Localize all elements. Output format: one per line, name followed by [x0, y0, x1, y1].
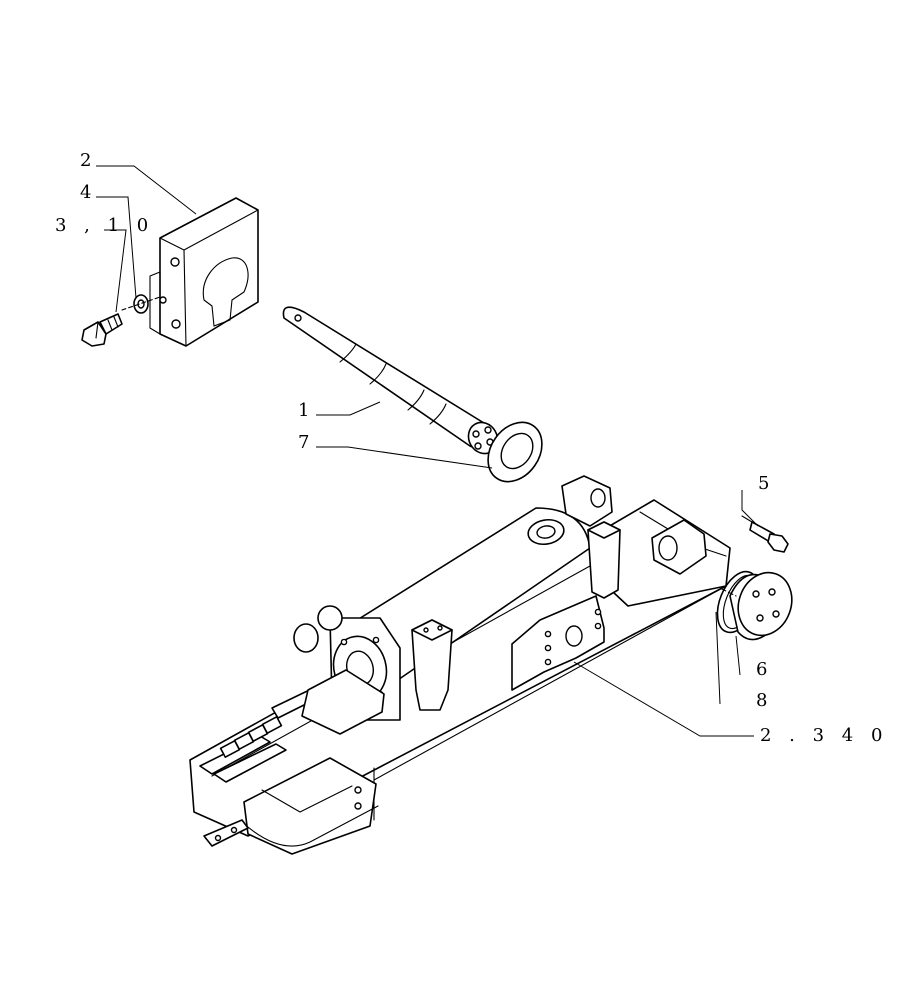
callout-5: 5 [758, 473, 775, 494]
pin-shaft-part-1[interactable] [282, 306, 503, 459]
support-block-part-2[interactable] [149, 197, 259, 347]
callout-4: 4 [80, 182, 97, 203]
bolt-part-3-10[interactable] [81, 296, 161, 347]
callout-3-10: 3 , 1 0 [55, 215, 154, 236]
callout-2: 2 [80, 150, 97, 171]
callout-labels: 2 4 3 , 1 0 1 7 5 6 8 2 . 3 4 0 [55, 150, 888, 746]
callout-8: 8 [756, 690, 773, 711]
callout-7: 7 [298, 432, 315, 453]
bolt-part-5[interactable] [741, 515, 789, 553]
thrust-washer-part-7[interactable] [477, 412, 553, 492]
callout-2-340: 2 . 3 4 0 [760, 725, 888, 746]
axle-carrier-assembly-2-340[interactable] [189, 475, 731, 855]
callout-6: 6 [756, 659, 773, 680]
callout-1: 1 [298, 400, 315, 421]
end-cap-part-6[interactable] [663, 559, 800, 643]
leader-lines [96, 165, 759, 737]
